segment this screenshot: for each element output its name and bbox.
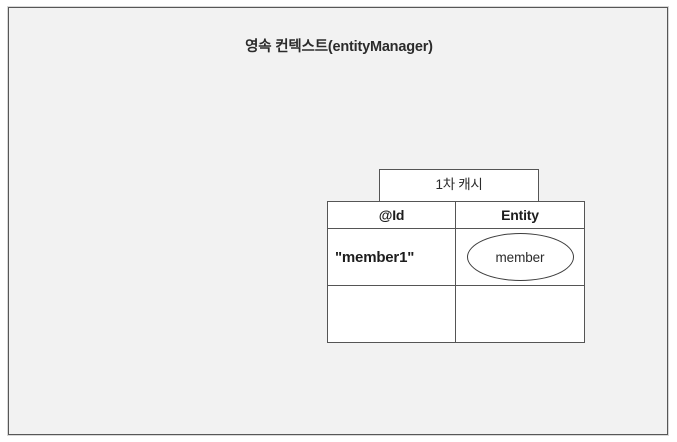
table-header-row: @Id Entity	[327, 201, 585, 229]
cell-id: "member1"	[327, 228, 456, 286]
column-header-id: @Id	[327, 201, 456, 229]
column-header-entity: Entity	[455, 201, 585, 229]
first-level-cache-label-box: 1차 캐시	[379, 169, 539, 201]
page-title: 영속 컨텍스트(entityManager)	[245, 39, 433, 55]
cell-entity-empty	[455, 285, 585, 343]
first-level-cache-label: 1차 캐시	[435, 177, 483, 193]
table-row	[327, 285, 585, 343]
cell-entity: member	[455, 228, 585, 286]
diagram-canvas: 영속 컨텍스트(entityManager) 1차 캐시 @Id Entity …	[8, 7, 668, 435]
cell-id-empty	[327, 285, 456, 343]
first-level-cache-table: @Id Entity "member1" member	[327, 201, 585, 343]
entity-ellipse-label: member	[495, 249, 545, 265]
table-row: "member1" member	[327, 228, 585, 286]
cell-id-value: "member1"	[335, 248, 415, 266]
entity-ellipse-container: member	[456, 229, 584, 285]
entity-ellipse-shape: member	[466, 233, 574, 281]
